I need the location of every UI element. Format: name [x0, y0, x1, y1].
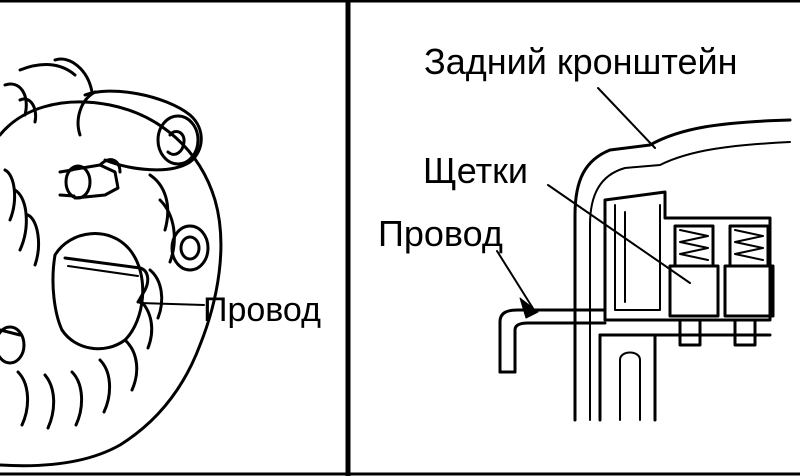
wire-label-right: Провод [378, 213, 503, 254]
left-alternator-drawing [0, 57, 223, 468]
rear-bracket-label: Задний кронштейн [424, 41, 738, 82]
right-brush-drawing [496, 87, 792, 422]
wire-label-left: Провод [203, 291, 321, 329]
brushes-label: Щетки [423, 150, 528, 191]
